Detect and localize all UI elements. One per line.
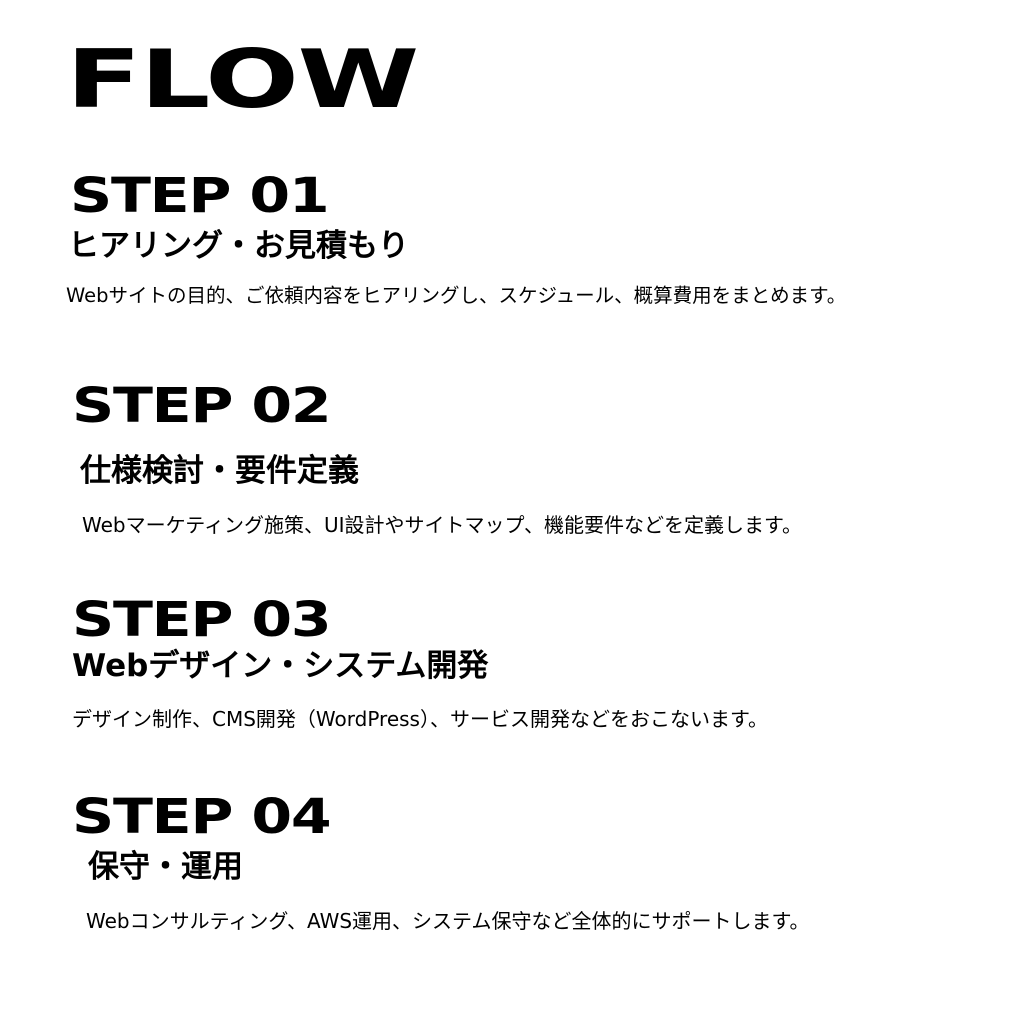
step-description: デザイン制作、CMS開発（WordPress）、サービス開発などをおこないます。 [72, 707, 768, 731]
step-title: 保守・運用 [88, 849, 243, 885]
step-description: Webサイトの目的、ご依頼内容をヒアリングし、スケジュール、概算費用をまとめます… [66, 284, 847, 307]
step-label: STEP 01 [70, 168, 330, 224]
step-label: STEP 04 [72, 789, 332, 845]
page-title: FLOW [66, 33, 419, 126]
step-description: Webコンサルティング、AWS運用、システム保守など全体的にサポートします。 [86, 909, 810, 933]
step-title: ヒアリング・お見積もり [68, 228, 409, 264]
step-label: STEP 02 [72, 378, 332, 434]
step-title: 仕様検討・要件定義 [80, 453, 359, 489]
step-label: STEP 03 [72, 592, 332, 648]
step-description: Webマーケティング施策、UI設計やサイトマップ、機能要件などを定義します。 [82, 513, 802, 537]
step-title: Webデザイン・システム開発 [72, 648, 489, 684]
